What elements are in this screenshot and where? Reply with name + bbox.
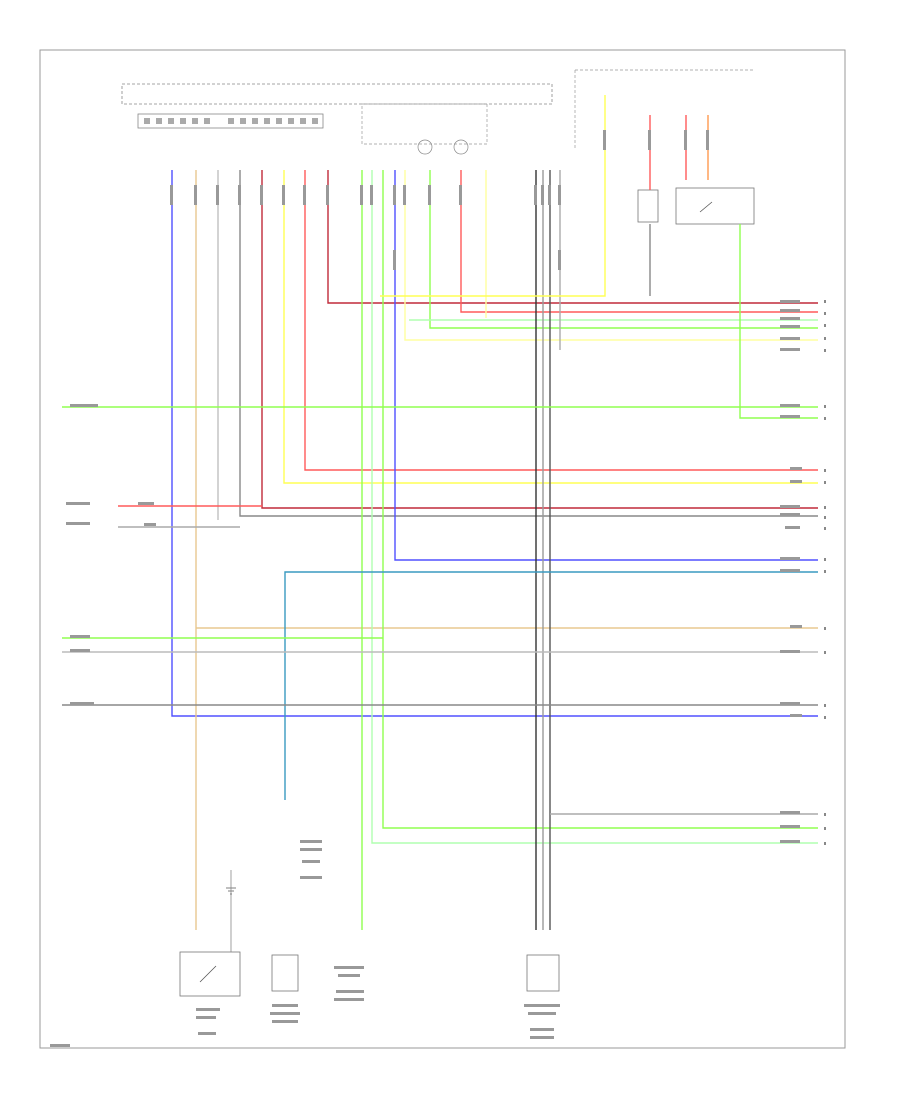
right-pin-ticks [824, 300, 826, 845]
wire-red-bus [460, 170, 818, 313]
lamp-icon [453, 139, 469, 155]
wire-yellow-top [380, 95, 606, 297]
switch-icon [199, 965, 217, 983]
switch-box [675, 187, 755, 225]
wire-teal [284, 571, 818, 800]
component-switch-bottom-left [179, 951, 241, 997]
wire-labels [66, 300, 802, 843]
wire-green-tr [739, 224, 818, 419]
wire-blue-2 [394, 170, 818, 561]
wire-yellow [283, 170, 818, 484]
switch-icon [699, 201, 713, 213]
wire-red [304, 170, 818, 471]
wire-green-bus1 [429, 170, 818, 329]
vertical-wire-labels [170, 130, 709, 270]
component-sensor-bottom [271, 954, 299, 992]
component-pump-bottom [526, 954, 560, 992]
junction-block [361, 103, 488, 145]
engine-harness-connector [121, 83, 553, 105]
wire-lightgreen-1 [371, 170, 818, 844]
wire-group [62, 95, 818, 930]
wire-darkred [261, 170, 818, 509]
wire-paleyellow-1 [404, 170, 818, 341]
component-label-stubs [50, 840, 560, 1047]
wire-gray-h1 [239, 170, 818, 517]
relay-box [637, 189, 659, 223]
connector-block [137, 113, 324, 129]
diagram-frame [39, 49, 846, 1049]
wire-green-2 [382, 170, 818, 829]
connector-pins [144, 118, 318, 124]
wire-darkred-bus [327, 170, 818, 304]
wire-blue-left [171, 170, 818, 717]
lamp-icon [417, 139, 433, 155]
